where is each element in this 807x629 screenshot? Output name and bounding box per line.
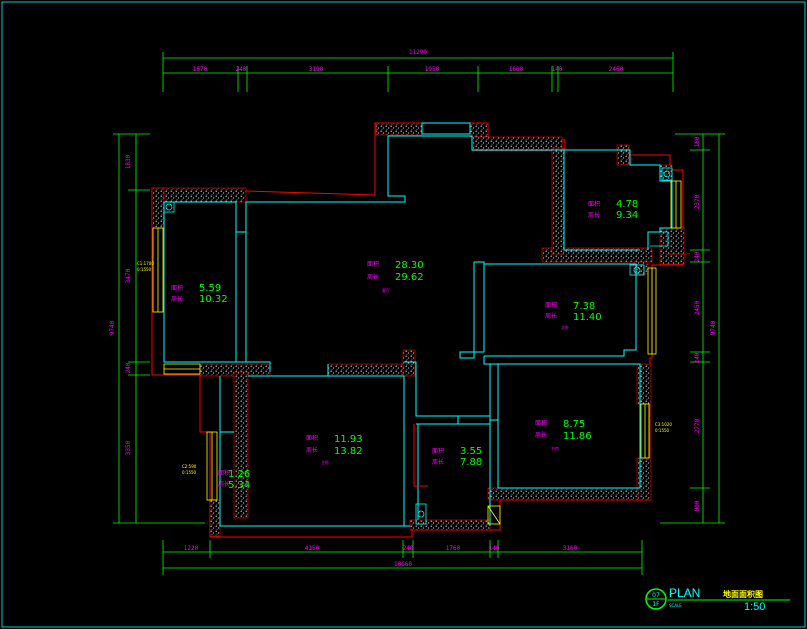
dim-left-4: 3350 bbox=[125, 440, 132, 455]
room-kitchen-area: 4.78 bbox=[616, 199, 638, 210]
room-bed-se-perim: 11.86 bbox=[563, 431, 592, 442]
fixtures bbox=[163, 167, 690, 525]
room-kitchen-perim-label: 周长 bbox=[588, 211, 600, 219]
room-bed-se-area: 8.75 bbox=[563, 419, 585, 430]
room-bedroom-south: 面积 11.93 周长 13.82 主卧 bbox=[306, 434, 363, 465]
dim-top-1: 1670 bbox=[193, 66, 208, 73]
room-bed-e-tag: 次卧 bbox=[561, 324, 569, 330]
title-badge-bottom: 1F bbox=[652, 601, 660, 608]
room-bed-se-tag: 书房 bbox=[551, 445, 559, 451]
dim-top-3: 3190 bbox=[309, 66, 324, 73]
room-bedroom-east: 面积 7.38 周长 11.40 次卧 bbox=[545, 301, 602, 330]
room-living-area-label: 面积 bbox=[367, 260, 379, 268]
walls-hatched bbox=[151, 122, 685, 537]
room-bed-nw-area-label: 面积 bbox=[171, 284, 183, 292]
room-bed-e-perim: 11.40 bbox=[573, 312, 602, 323]
dim-right-6: 2770 bbox=[694, 418, 701, 433]
room-bed-se-perim-label: 周长 bbox=[535, 431, 547, 439]
room-bathroom: 面积 3.55 周长 7.88 bbox=[432, 446, 482, 468]
dim-top-7: 2460 bbox=[609, 66, 624, 73]
room-balcony: 面积 1.26 周长 5.34 bbox=[218, 469, 250, 491]
dim-right-3: 240 bbox=[694, 251, 701, 262]
room-living-area: 28.30 bbox=[395, 260, 424, 271]
room-bath-area-label: 面积 bbox=[432, 447, 444, 455]
dim-top-6: 140 bbox=[552, 66, 563, 73]
room-living-perim: 29.62 bbox=[395, 272, 424, 283]
title-badge-top: 07 bbox=[652, 592, 660, 599]
title-scale-label: SCALE bbox=[669, 603, 682, 608]
dim-bottom-2: 4150 bbox=[305, 545, 320, 552]
window-tag-left-lower-1: C2:590 bbox=[182, 464, 197, 469]
room-kitchen-area-label: 面积 bbox=[588, 200, 600, 208]
room-bed-s-perim: 13.82 bbox=[334, 446, 363, 457]
room-bed-s-tag: 主卧 bbox=[321, 459, 329, 465]
room-bed-e-area-label: 面积 bbox=[545, 301, 557, 309]
dim-right-2: 2370 bbox=[694, 194, 701, 209]
room-bedroom-southeast: 面积 8.75 周长 11.86 书房 bbox=[535, 419, 592, 451]
room-bed-nw-perim-label: 周长 bbox=[171, 295, 183, 303]
room-bed-nw-perim: 10.32 bbox=[199, 294, 228, 305]
room-balcony-area: 1.26 bbox=[228, 469, 250, 480]
room-balcony-perim-label: 周长 bbox=[218, 480, 230, 488]
room-bed-s-perim-label: 周长 bbox=[306, 446, 318, 454]
walls-inner bbox=[163, 122, 673, 527]
dim-left-2: 3470 bbox=[125, 268, 132, 283]
room-bed-se-area-label: 面积 bbox=[535, 419, 547, 427]
windows bbox=[152, 180, 682, 525]
room-bath-perim: 7.88 bbox=[460, 457, 482, 468]
dim-bottom-total: 10660 bbox=[394, 561, 412, 568]
room-bed-s-area: 11.93 bbox=[334, 434, 363, 445]
dim-left-3: 240 bbox=[125, 362, 132, 373]
room-bed-e-perim-label: 周长 bbox=[545, 312, 557, 320]
room-balcony-area-label: 面积 bbox=[218, 469, 230, 477]
window-tag-right-lower-2: 0:1550 bbox=[655, 428, 670, 433]
dim-bottom-4: 1760 bbox=[446, 545, 461, 552]
dimension-right bbox=[660, 133, 725, 524]
room-bed-s-area-label: 面积 bbox=[306, 434, 318, 442]
room-bedroom-nw: 面积 5.59 周长 10.32 bbox=[171, 283, 228, 305]
window-tag-right-lower-1: C3:1020 bbox=[655, 422, 672, 427]
dimension-left bbox=[113, 133, 205, 524]
window-tag-left-lower-2: 0:1550 bbox=[182, 470, 197, 475]
room-balcony-perim: 5.34 bbox=[228, 480, 250, 491]
dim-bottom-1: 1220 bbox=[184, 545, 199, 552]
dim-top-2: 240 bbox=[236, 66, 247, 73]
title-scale: 1:50 bbox=[744, 601, 765, 613]
window-tag-left-upper-2: 0:1550 bbox=[137, 267, 152, 272]
dim-left-1: 1830 bbox=[125, 154, 132, 169]
title-plan: PLAN bbox=[669, 586, 700, 600]
dimension-bottom bbox=[162, 540, 643, 575]
dim-bottom-5: 140 bbox=[489, 545, 500, 552]
room-bath-perim-label: 周长 bbox=[432, 458, 444, 466]
title-cn: 地面面积图 bbox=[723, 589, 763, 599]
dim-bottom-6: 3160 bbox=[563, 545, 578, 552]
dimension-top bbox=[162, 52, 674, 92]
dim-left-total: 9740 bbox=[109, 320, 116, 335]
dim-top-5: 1600 bbox=[509, 66, 524, 73]
dim-top-total: 11290 bbox=[409, 49, 427, 56]
title-block: 07 1F PLAN 地面面积图 SCALE 1:50 bbox=[645, 586, 790, 613]
title-badge bbox=[645, 588, 667, 610]
room-bed-e-area: 7.38 bbox=[573, 301, 595, 312]
room-living: 面积 28.30 周长 29.62 客厅 bbox=[367, 260, 424, 293]
dim-right-5: 240 bbox=[694, 352, 701, 363]
room-bath-area: 3.55 bbox=[460, 446, 482, 457]
room-kitchen: 面积 4.78 周长 9.34 bbox=[588, 199, 638, 221]
dim-bottom-3: 240 bbox=[403, 545, 414, 552]
room-living-perim-label: 周长 bbox=[367, 273, 379, 281]
room-living-tag: 客厅 bbox=[382, 287, 390, 293]
room-kitchen-perim: 9.34 bbox=[616, 210, 638, 221]
dim-right-4: 2450 bbox=[694, 300, 701, 315]
dim-right-1: 180 bbox=[694, 136, 701, 147]
window-tag-left-upper-1: C1:1700 bbox=[137, 261, 154, 266]
dim-right-7: 900 bbox=[694, 500, 701, 511]
dim-top-4: 1950 bbox=[425, 66, 440, 73]
room-bed-nw-area: 5.59 bbox=[199, 283, 221, 294]
dim-right-total: 9740 bbox=[710, 320, 717, 335]
